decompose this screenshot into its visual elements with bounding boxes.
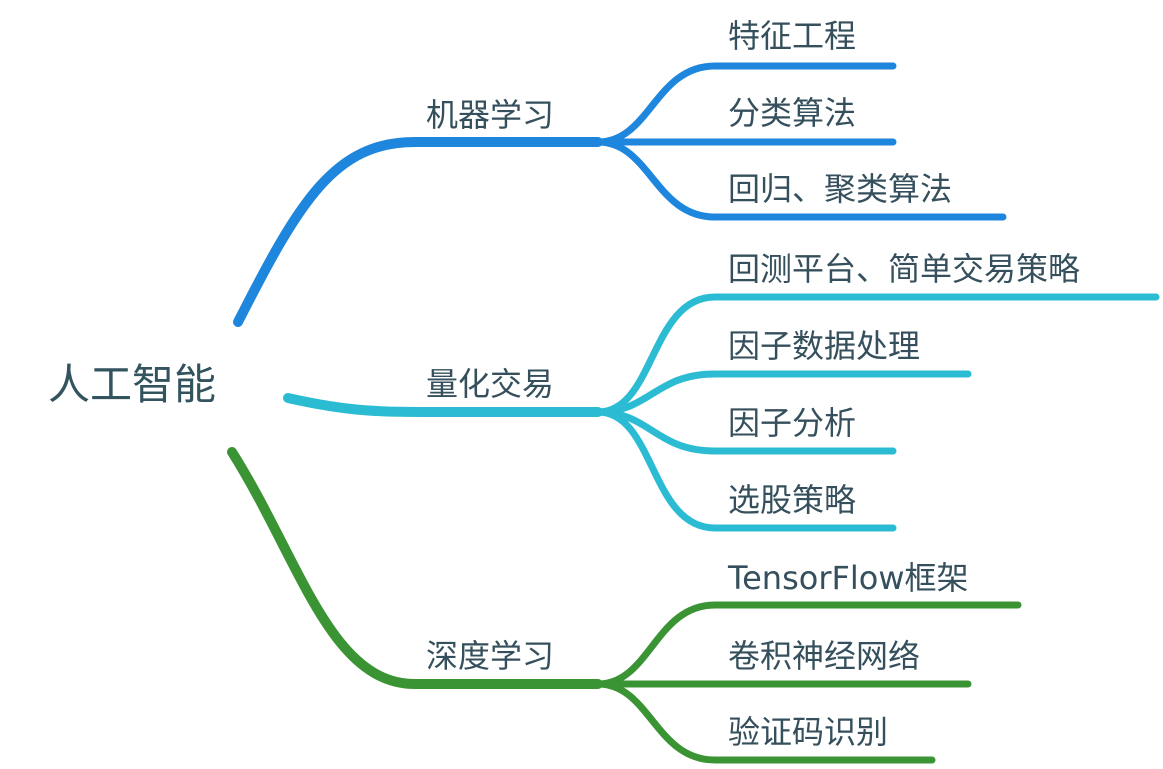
branch-2-to-leaf-1-line — [594, 293, 1160, 416]
branch-1-to-leaf-1-line — [594, 62, 897, 146]
root-topic[interactable]: 人工智能 — [48, 360, 217, 409]
root-to-branch-2-line — [283, 393, 603, 417]
branch-2-connectors — [283, 293, 1160, 532]
branch-3-connectors — [227, 447, 1022, 764]
branch-topic-2[interactable]: 量化交易 — [426, 365, 555, 403]
leaf-topic-2-2[interactable]: 因子数据处理 — [728, 327, 921, 365]
root-to-branch-1-line — [233, 137, 603, 327]
branch-2-to-leaf-2-line — [594, 370, 972, 416]
leaf-topic-3-2[interactable]: 卷积神经网络 — [728, 637, 921, 675]
leaf-topic-1-3[interactable]: 回归、聚类算法 — [728, 170, 953, 208]
branch-1-connectors — [233, 62, 1007, 327]
leaf-topic-1-2[interactable]: 分类算法 — [728, 94, 857, 132]
leaf-topic-3-3[interactable]: 验证码识别 — [728, 713, 889, 751]
branch-3-to-leaf-1-line — [594, 601, 1022, 688]
branch-3-to-leaf-3-line — [594, 680, 936, 764]
leaf-topic-1-1[interactable]: 特征工程 — [728, 17, 857, 55]
branch-topic-3[interactable]: 深度学习 — [426, 637, 555, 675]
branch-2-to-leaf-4-line — [594, 408, 897, 532]
branch-1-to-leaf-3-line — [594, 138, 1007, 221]
leaf-topic-2-1[interactable]: 回测平台、简单交易策略 — [728, 250, 1081, 288]
leaf-topic-2-4[interactable]: 选股策略 — [728, 481, 857, 519]
root-to-branch-3-line — [227, 447, 603, 689]
branch-topic-1[interactable]: 机器学习 — [426, 96, 555, 134]
leaf-topic-2-3[interactable]: 因子分析 — [728, 404, 857, 442]
leaf-topic-3-1[interactable]: TensorFlow框架 — [728, 559, 969, 597]
